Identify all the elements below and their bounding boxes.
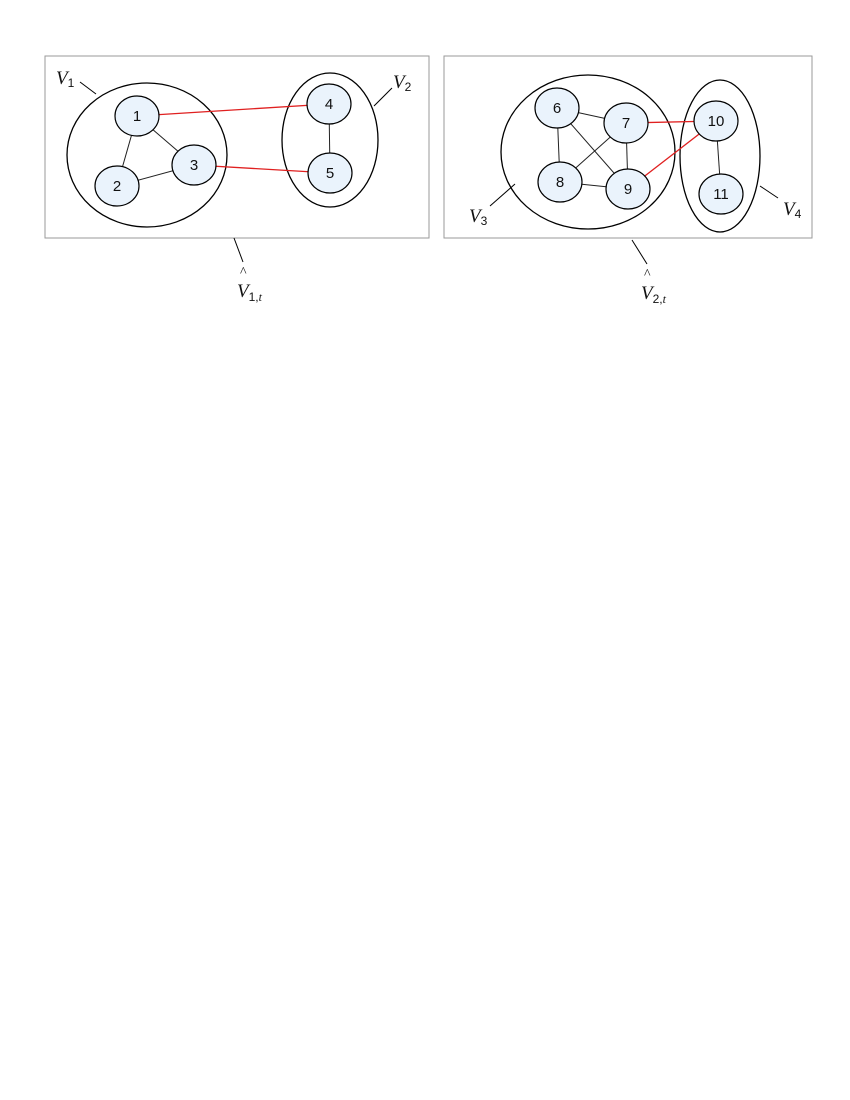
node-label-10: 10 (708, 113, 725, 130)
node-label-5: 5 (326, 165, 334, 182)
leader-V1 (79, 81, 97, 95)
node-label-11: 11 (713, 186, 729, 203)
cluster-V4 (679, 79, 761, 233)
node-label-3: 3 (190, 157, 198, 174)
label-V1: V1 (56, 68, 75, 90)
leader-V3 (489, 183, 516, 207)
cluster-V3 (500, 74, 676, 230)
node-8 (537, 161, 583, 203)
node-label-2: 2 (113, 178, 121, 195)
node-9 (605, 168, 651, 210)
node-4 (306, 83, 352, 125)
node-3 (171, 144, 217, 186)
leader-V2 (373, 87, 393, 107)
node-2 (94, 165, 140, 207)
label-V2: V2 (393, 72, 412, 94)
leader-panel-2 (631, 239, 648, 265)
label-V4: V4 (783, 199, 802, 221)
node-label-8: 8 (556, 174, 564, 191)
node-11 (698, 173, 744, 215)
node-1 (114, 95, 160, 137)
panel-1-label: V1,t (237, 281, 263, 304)
node-label-4: 4 (325, 96, 333, 113)
edge-1-4 (136, 103, 330, 117)
node-7 (603, 102, 649, 144)
edge-3-5 (193, 164, 331, 174)
nodes-group: 1 2 3 4 5 6 7 8 9 10 11 (94, 83, 744, 215)
panel-2-frame (443, 55, 813, 239)
cluster-V1 (66, 82, 228, 228)
leader-V4 (759, 185, 779, 199)
node-6 (534, 87, 580, 129)
node-10 (693, 100, 739, 142)
leader-panel-1 (233, 237, 244, 263)
panel-2-label: V2,t (641, 283, 667, 306)
panel-1-frame (44, 55, 430, 239)
node-label-9: 9 (624, 181, 632, 198)
panel-1-hat: ^ (240, 265, 247, 280)
label-V3: V3 (469, 206, 488, 228)
node-label-6: 6 (553, 100, 561, 117)
node-label-7: 7 (622, 115, 630, 132)
node-label-1: 1 (133, 108, 141, 125)
cluster-V2 (281, 72, 379, 208)
node-5 (307, 152, 353, 194)
panel-2-hat: ^ (644, 267, 651, 282)
